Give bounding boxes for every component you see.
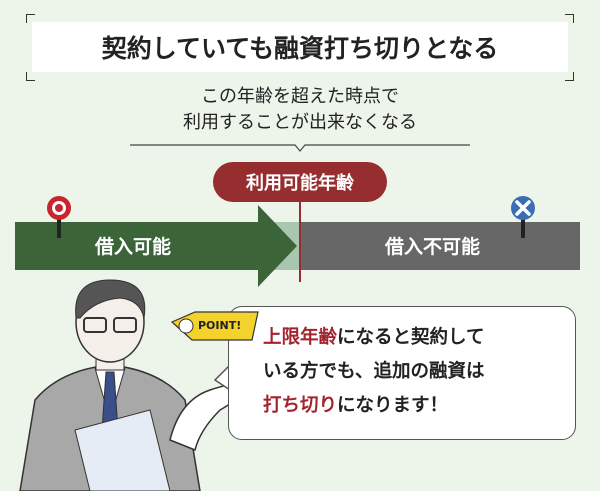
title: 契約していても融資打ち切りとなる [32, 22, 568, 72]
callout-line [130, 144, 470, 152]
corner-bracket [565, 72, 574, 81]
green-bar [15, 222, 265, 270]
corner-bracket [26, 14, 35, 23]
speech-bubble: 上限年齢になると契約して いる方でも、追加の融資は 打ち切りになります！ [228, 306, 576, 440]
can-borrow-label: 借入可能 [95, 236, 172, 258]
subtitle-line-1: この年齢を超えた時点で [201, 86, 399, 107]
bubble-text: いる方でも、追加の融資は [263, 361, 485, 382]
highlight-text: 上限年齢 [263, 327, 338, 348]
gray-bar [300, 222, 580, 270]
bubble-text: になります！ [337, 395, 449, 416]
circle-ok-icon [47, 196, 71, 238]
businessman-illustration [19, 279, 246, 491]
pointing-hand-icon [178, 318, 194, 334]
cross-ng-icon [511, 196, 535, 238]
subtitle: この年齢を超えた時点で 利用することが出来なくなる [0, 84, 600, 136]
cannot-borrow-label: 借入不可能 [385, 236, 481, 258]
highlight-text: 打ち切り [263, 395, 338, 416]
corner-bracket [26, 72, 35, 81]
age-limit-label: 利用可能年齢 [213, 162, 387, 202]
arrow-head [258, 205, 297, 287]
bubble-text: になると契約して [337, 327, 485, 348]
corner-bracket [565, 14, 574, 23]
subtitle-line-2: 利用することが出来なくなる [183, 112, 417, 133]
point-label: POINT! [198, 319, 242, 332]
